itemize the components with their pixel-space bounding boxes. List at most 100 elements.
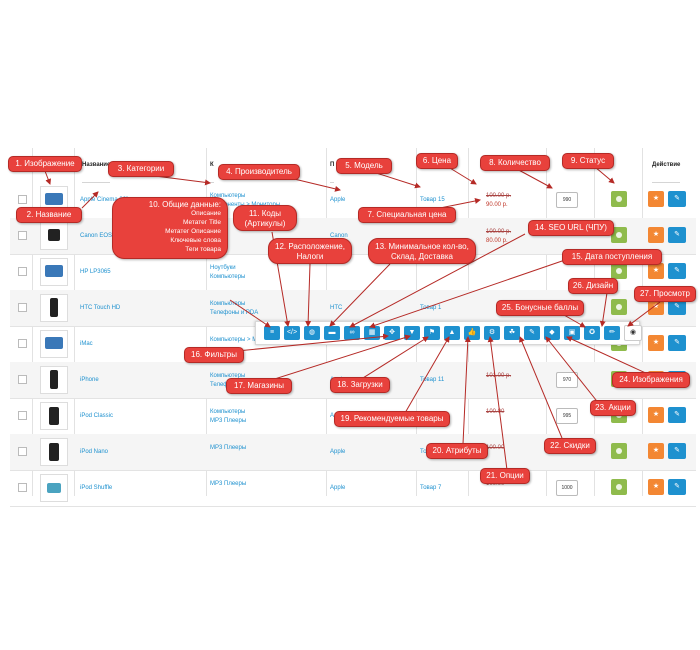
product-price[interactable]: 100.00	[486, 434, 504, 470]
product-price[interactable]: 100.00	[486, 470, 504, 506]
category-line[interactable]: Компьютеры	[210, 373, 246, 379]
star-icon[interactable]: ✪	[584, 326, 600, 340]
status-toggle[interactable]	[611, 191, 627, 207]
price-old[interactable]: 100.00	[486, 481, 505, 487]
row-checkbox[interactable]	[18, 231, 27, 240]
edit-button[interactable]: ✎	[668, 191, 686, 207]
quantity-input[interactable]: 1000	[556, 480, 578, 496]
price-old[interactable]: 100.00	[486, 445, 505, 451]
row-checkbox[interactable]	[18, 195, 27, 204]
status-toggle[interactable]	[611, 443, 627, 459]
category-line[interactable]: MP3 Плееры	[210, 445, 247, 451]
star-button[interactable]: ★	[648, 335, 664, 351]
product-name-link[interactable]: iMac	[80, 341, 93, 347]
list-icon[interactable]: ≡	[264, 326, 280, 340]
tag-icon[interactable]: ◆	[544, 326, 560, 340]
eye-icon[interactable]: ◉	[624, 325, 642, 341]
row-checkbox[interactable]	[18, 339, 27, 348]
status-toggle[interactable]	[611, 479, 627, 495]
edit-button[interactable]: ✎	[668, 443, 686, 459]
product-name-link[interactable]: iPod Classic	[80, 413, 114, 419]
product-name-link[interactable]: Apple Cinema 30"	[80, 197, 129, 203]
category-line[interactable]: Компьютеры	[210, 193, 246, 199]
product-price[interactable]: 100.00 р. 90.00 р.	[486, 182, 511, 218]
edit-button[interactable]: ✎	[668, 407, 686, 423]
category-line[interactable]: MP3 Плееры	[210, 418, 247, 424]
wrench-icon[interactable]: ✎	[524, 326, 540, 340]
link-icon[interactable]: ∞	[344, 326, 360, 340]
price-special[interactable]: 90.00 р.	[486, 202, 508, 208]
quantity-input[interactable]: 990	[556, 192, 578, 208]
flag-icon[interactable]: ⚑	[424, 326, 440, 340]
row-checkbox[interactable]	[18, 375, 27, 384]
edit-button[interactable]: ✎	[668, 263, 686, 279]
star-button[interactable]: ★	[648, 263, 664, 279]
product-manufacturer[interactable]: Apple	[330, 485, 346, 491]
edit-button[interactable]: ✎	[668, 227, 686, 243]
edit-button[interactable]: ✎	[668, 335, 686, 351]
edit-button[interactable]: ✎	[668, 479, 686, 495]
calendar-icon[interactable]: ▦	[364, 326, 380, 340]
product-model[interactable]: Товар 11	[420, 377, 445, 383]
category-line[interactable]: Компьютеры > М	[210, 337, 258, 343]
product-name-link[interactable]: HTC Touch HD	[80, 305, 121, 311]
pencil-icon[interactable]: ✏	[604, 326, 620, 340]
category-line[interactable]: Компьютеры	[210, 301, 246, 307]
product-model[interactable]: Товар 7	[420, 485, 442, 491]
price-old[interactable]: 101.00 р.	[486, 373, 512, 379]
row-checkbox[interactable]	[18, 267, 27, 276]
row-checkbox[interactable]	[18, 411, 27, 420]
status-toggle[interactable]	[611, 227, 627, 243]
category-line[interactable]: Ноутбуки	[210, 265, 236, 271]
star-button[interactable]: ★	[648, 443, 664, 459]
product-name-link[interactable]: iPhone	[80, 377, 99, 383]
product-price[interactable]: 100.00 р. 80.00 р.	[486, 218, 511, 254]
product-price[interactable]: 101.00 р.	[486, 362, 511, 398]
row-checkbox[interactable]	[18, 447, 27, 456]
row-checkbox[interactable]	[18, 483, 27, 492]
product-name-link[interactable]: iPod Shuffle	[80, 485, 113, 491]
cogs-icon[interactable]: ⚙	[484, 326, 500, 340]
product-categories[interactable]: MP3 Плееры	[210, 434, 246, 470]
star-button[interactable]: ★	[648, 479, 664, 495]
row-checkbox[interactable]	[18, 303, 27, 312]
category-line[interactable]: Телефоны и PDA	[210, 310, 259, 316]
filter-icon[interactable]: ▼	[404, 326, 420, 340]
product-manufacturer[interactable]: Apple	[330, 197, 346, 203]
picture-icon[interactable]: ▣	[564, 326, 580, 340]
price-old[interactable]: 100.00	[486, 409, 505, 415]
quantity-input[interactable]: 970	[556, 372, 578, 388]
product-name-link[interactable]: HP LP3065	[80, 269, 111, 275]
price-old[interactable]: 100.00 р.	[486, 193, 512, 199]
product-name-link[interactable]: Canon EOS 5	[80, 233, 118, 239]
category-line[interactable]: MP3 Плееры	[210, 481, 247, 487]
product-name-link[interactable]: iPod Nano	[80, 449, 109, 455]
product-manufacturer[interactable]: Apple	[330, 449, 346, 455]
price-special[interactable]: 80.00 р.	[486, 238, 508, 244]
product-manufacturer[interactable]: Canon	[330, 233, 348, 239]
price-old[interactable]: 100.00 р.	[486, 229, 512, 235]
thumbs-up-icon[interactable]: 👍	[464, 326, 480, 340]
status-toggle[interactable]	[611, 263, 627, 279]
star-button[interactable]: ★	[648, 191, 664, 207]
status-toggle[interactable]	[611, 299, 627, 315]
product-categories[interactable]: MP3 Плееры	[210, 470, 246, 506]
star-button[interactable]: ★	[648, 227, 664, 243]
category-line[interactable]: Компьютеры	[210, 274, 246, 280]
edit-button[interactable]: ✎	[668, 299, 686, 315]
fullscreen-icon[interactable]: ✥	[384, 326, 400, 340]
quantity-input[interactable]: 995	[556, 408, 578, 424]
upload-icon[interactable]: ▲	[444, 326, 460, 340]
category-line[interactable]: Компьютеры	[210, 409, 246, 415]
star-button[interactable]: ★	[648, 407, 664, 423]
globe-icon[interactable]: ◍	[304, 326, 320, 340]
sitemap-icon[interactable]: ☘	[504, 326, 520, 340]
column-header-category[interactable]: К	[210, 148, 214, 183]
product-categories[interactable]: Компьютеры > М	[210, 326, 257, 362]
code-icon[interactable]: </>	[284, 326, 300, 340]
product-price[interactable]: 100.00	[486, 398, 504, 434]
column-header-manufacturer[interactable]: П	[330, 148, 335, 183]
